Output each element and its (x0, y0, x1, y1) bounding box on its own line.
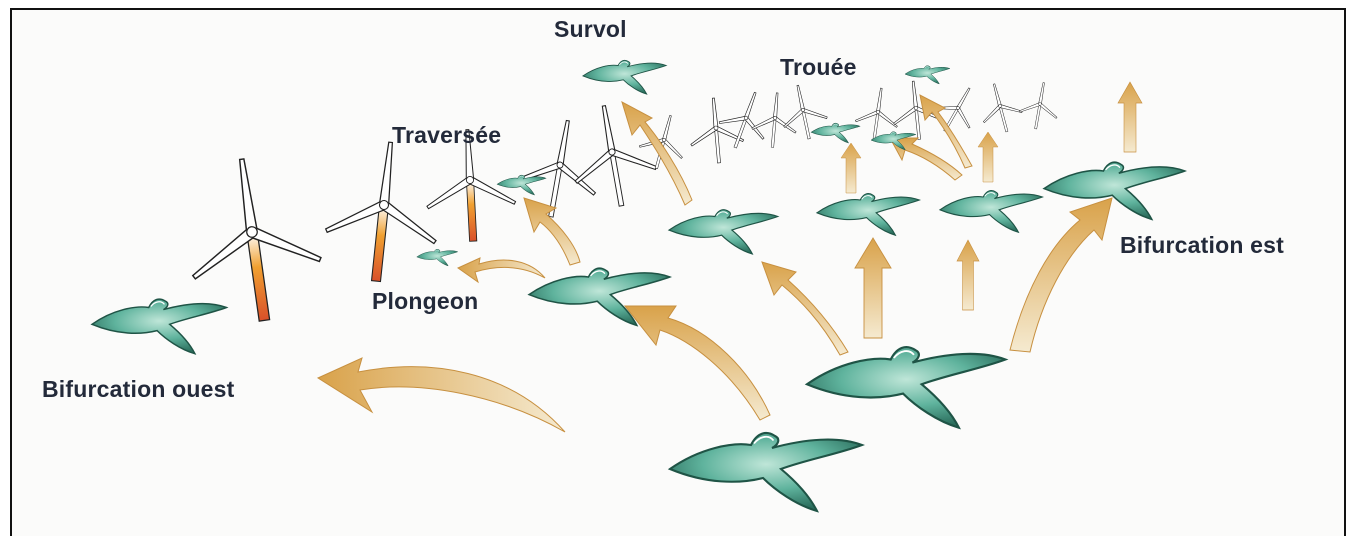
arrow-up (855, 238, 891, 338)
arrow-up (1118, 82, 1142, 152)
arrow-up (957, 240, 979, 310)
arrow-west (318, 358, 565, 432)
arrow-plongeon (458, 258, 545, 282)
bird-icon (811, 123, 860, 143)
label-traversee: Traversée (392, 122, 501, 149)
label-bifurcation-ouest: Bifurcation ouest (42, 376, 235, 403)
wind-turbine-icon (1016, 79, 1062, 132)
arrow-center (762, 262, 848, 355)
bird-icon (905, 66, 950, 84)
bird-icon (940, 191, 1042, 233)
label-bifurcation-est: Bifurcation est (1120, 232, 1284, 259)
bird-icon (807, 347, 1005, 428)
bird-icon (583, 60, 666, 94)
arrow-traversee-small (524, 198, 580, 265)
bird-icon (817, 194, 919, 236)
bird-icon (670, 433, 862, 511)
label-survol: Survol (554, 16, 627, 43)
bird-icon (417, 249, 458, 266)
wind-turbine-icon (687, 96, 746, 165)
bird-icon (669, 210, 778, 254)
bird-icon (1044, 162, 1185, 219)
wind-turbine-icon (176, 150, 330, 330)
arrow-east (1010, 198, 1112, 352)
label-trouee: Trouée (780, 54, 857, 81)
arrow-traversee (625, 306, 770, 420)
wind-turbine-icon (974, 79, 1026, 137)
bird-icon (497, 175, 546, 195)
arrow-up (978, 132, 998, 182)
bird-icon (92, 299, 226, 354)
arrow-up (841, 143, 861, 193)
wind-turbine-icon (320, 136, 448, 287)
label-plongeon: Plongeon (372, 288, 478, 315)
arrow-survol (622, 102, 692, 205)
